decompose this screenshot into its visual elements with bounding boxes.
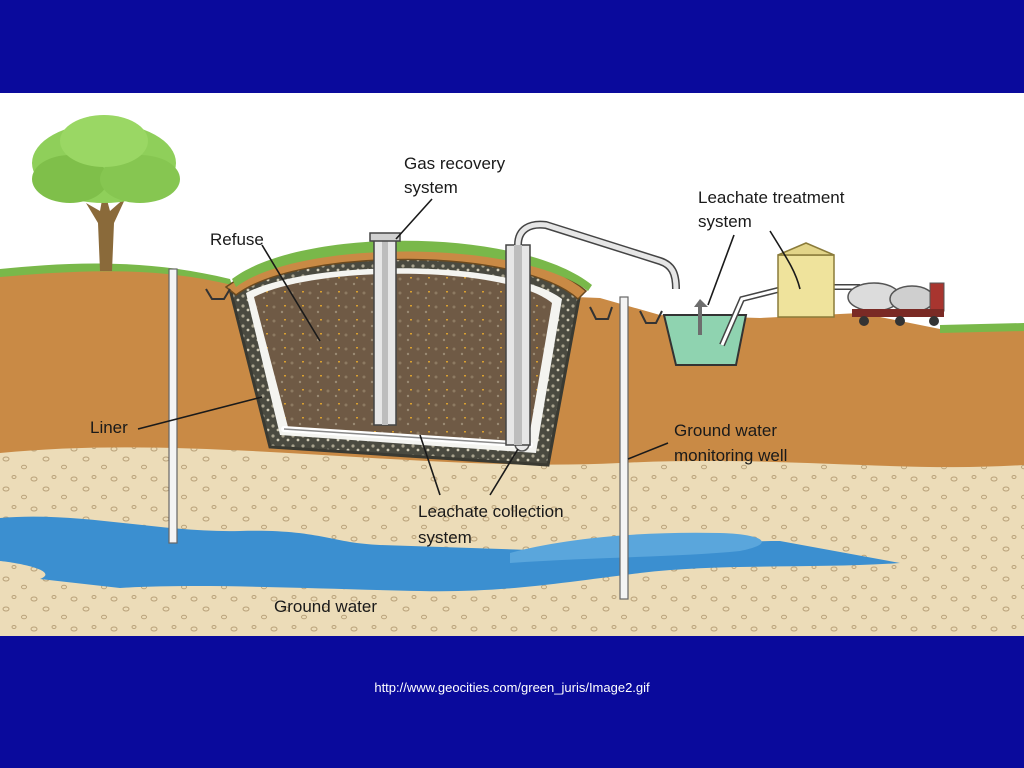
label-ground-water: Ground water [274, 597, 377, 616]
ground-water-stream [0, 516, 900, 592]
label-leachate-collection-line2: system [418, 528, 472, 547]
tanker-truck [847, 282, 945, 326]
label-leachate-treatment-line2: system [698, 212, 752, 231]
leachate-pipe[interactable] [505, 220, 680, 446]
label-leachate-collection: Leachate collection [418, 502, 564, 521]
label-gas-recovery-line2: system [404, 178, 458, 197]
landfill-diagram: Gas recovery system Refuse Leachate trea… [0, 93, 1024, 636]
label-refuse: Refuse [210, 230, 264, 249]
label-gas-recovery: Gas recovery [404, 154, 506, 173]
ground-water-stream-2 [510, 532, 762, 563]
treatment-facility [719, 242, 860, 347]
label-ground-water-monitoring: Ground water [674, 421, 777, 440]
label-leachate-treatment: Leachate treatment [698, 188, 845, 207]
label-liner: Liner [90, 418, 128, 437]
label-ground-water-monitoring-line2: monitoring well [674, 446, 787, 465]
pebble-texture [0, 447, 1024, 636]
leachate-treatment-pond [662, 299, 748, 366]
gas-recovery-well[interactable] [369, 232, 401, 426]
leader-lines [137, 198, 801, 496]
landfill-pit [224, 240, 592, 467]
grass-right [940, 323, 1024, 333]
monitoring-well-left[interactable] [168, 268, 178, 544]
source-caption: http://www.geocities.com/green_juris/Ima… [374, 680, 650, 695]
refuse-mass [254, 273, 552, 443]
monitoring-well-right[interactable] [619, 296, 629, 600]
tree [32, 115, 180, 271]
